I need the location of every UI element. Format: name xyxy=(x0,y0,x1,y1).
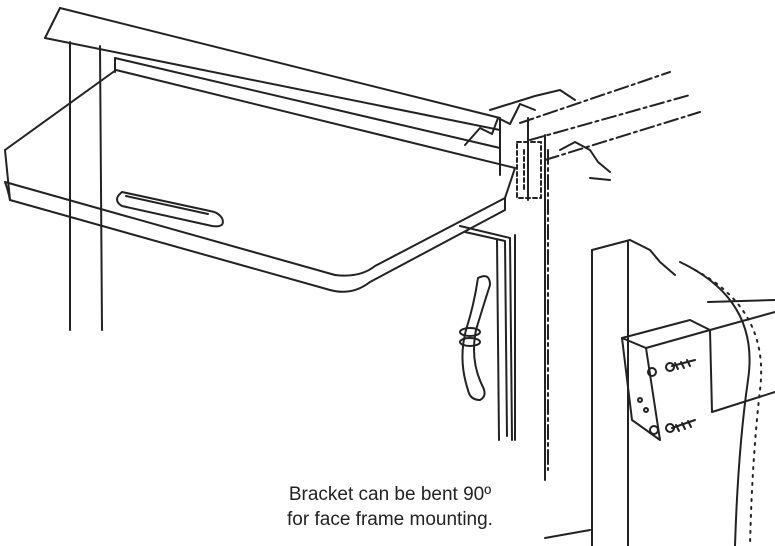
countertop-rail xyxy=(44,7,501,149)
cabinet-door xyxy=(459,225,513,441)
pullout-shelf xyxy=(4,69,516,293)
cabinet-frame xyxy=(69,41,546,481)
detail-face-frame xyxy=(591,239,775,546)
detail-bracket xyxy=(621,311,775,441)
alignment-guides xyxy=(519,71,701,471)
caption-line-2: for face frame mounting. xyxy=(287,509,493,530)
screw-icon xyxy=(665,359,696,433)
base-line xyxy=(544,529,591,539)
diagram-caption: Bracket can be bent 90º for face frame m… xyxy=(200,482,580,532)
bracket-icon xyxy=(516,141,542,199)
break-lines xyxy=(464,89,611,181)
handle-icon xyxy=(459,275,491,401)
shelf-hand-slot xyxy=(116,191,224,228)
caption-line-1: Bracket can be bent 90º xyxy=(288,484,492,505)
